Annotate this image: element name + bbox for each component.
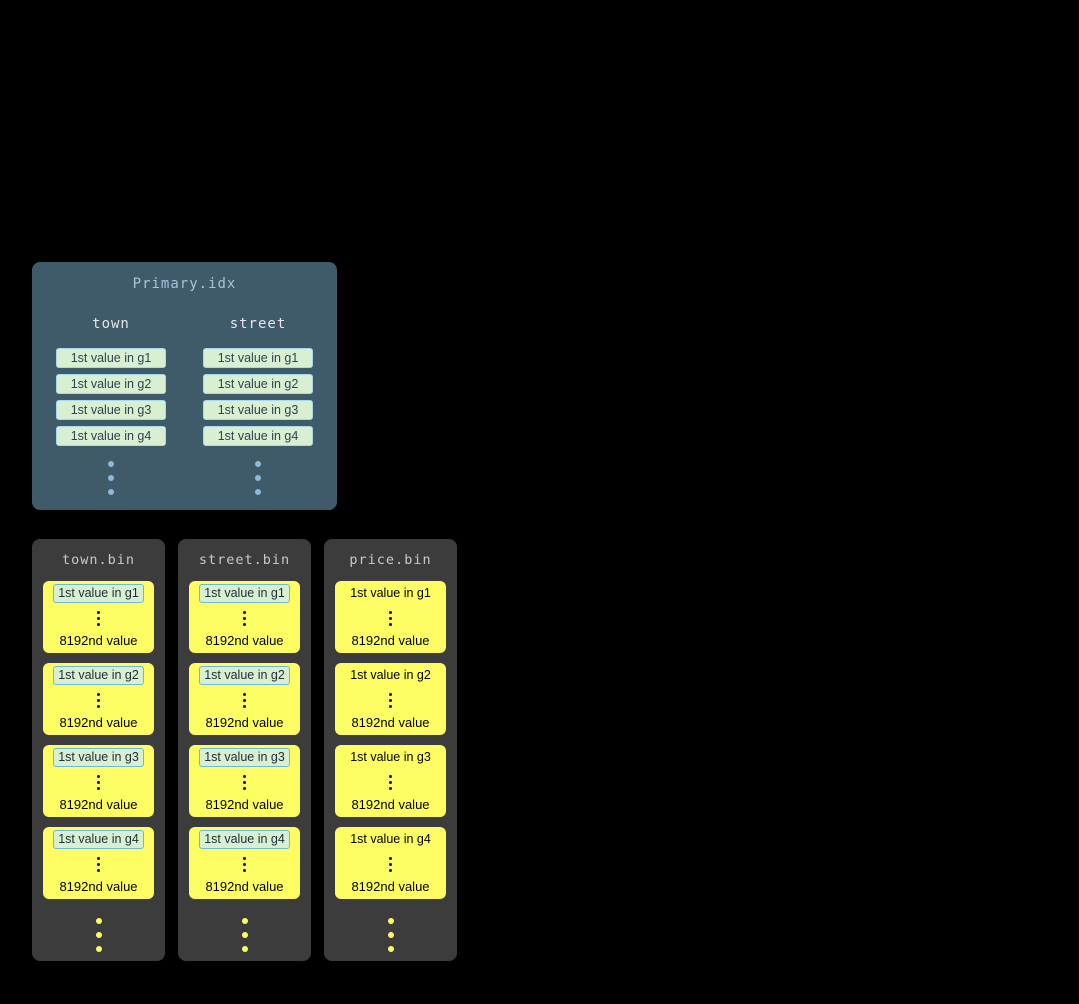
index-entry: 1st value in g2 — [203, 374, 313, 394]
granule-block: 1st value in g1 8192nd value — [335, 581, 446, 653]
granule-block: 1st value in g2 8192nd value — [335, 663, 446, 735]
granule-first-value: 1st value in g3 — [53, 748, 144, 767]
vertical-ellipsis — [389, 692, 392, 708]
granule-last-value: 8192nd value — [59, 797, 138, 812]
vertical-ellipsis — [243, 856, 246, 872]
index-entry: 1st value in g4 — [56, 426, 166, 446]
vertical-ellipsis — [243, 610, 246, 626]
ellipsis-dots — [387, 918, 394, 952]
granule-last-value: 8192nd value — [351, 715, 430, 730]
index-entry: 1st value in g4 — [203, 426, 313, 446]
granule-block: 1st value in g3 8192nd value — [43, 745, 154, 817]
granule-block: 1st value in g1 8192nd value — [189, 581, 300, 653]
granule-last-value: 8192nd value — [59, 879, 138, 894]
granule-last-value: 8192nd value — [351, 797, 430, 812]
vertical-ellipsis — [97, 856, 100, 872]
bin-panels-row: town.bin 1st value in g1 8192nd value 1s… — [32, 539, 457, 961]
granule-last-value: 8192nd value — [59, 633, 138, 648]
primary-column-street: street 1st value in g1 1st value in g2 1… — [203, 316, 313, 495]
granule-first-value: 1st value in g4 — [350, 832, 431, 846]
index-entry: 1st value in g1 — [203, 348, 313, 368]
primary-index-title: Primary.idx — [132, 276, 237, 292]
vertical-ellipsis — [243, 692, 246, 708]
granule-last-value: 8192nd value — [205, 715, 284, 730]
vertical-ellipsis — [389, 610, 392, 626]
vertical-ellipsis — [389, 774, 392, 790]
granule-block: 1st value in g3 8192nd value — [189, 745, 300, 817]
column-header-town: town — [92, 316, 130, 332]
granule-block: 1st value in g1 8192nd value — [43, 581, 154, 653]
column-header-street: street — [229, 316, 287, 332]
index-entry: 1st value in g3 — [56, 400, 166, 420]
bin-title-town: town.bin — [61, 552, 136, 568]
ellipsis-dots — [255, 461, 261, 495]
granule-first-value: 1st value in g4 — [199, 830, 290, 849]
vertical-ellipsis — [243, 774, 246, 790]
vertical-ellipsis — [97, 692, 100, 708]
primary-index-panel: Primary.idx town 1st value in g1 1st val… — [32, 262, 337, 510]
granule-block: 1st value in g4 8192nd value — [43, 827, 154, 899]
bin-panel-price: price.bin 1st value in g1 8192nd value 1… — [324, 539, 457, 961]
index-entry: 1st value in g2 — [56, 374, 166, 394]
index-entry: 1st value in g1 — [56, 348, 166, 368]
index-entry: 1st value in g3 — [203, 400, 313, 420]
vertical-ellipsis — [97, 774, 100, 790]
granule-first-value: 1st value in g3 — [199, 748, 290, 767]
vertical-ellipsis — [97, 610, 100, 626]
primary-column-town: town 1st value in g1 1st value in g2 1st… — [56, 316, 166, 495]
granule-last-value: 8192nd value — [59, 715, 138, 730]
granule-first-value: 1st value in g3 — [350, 750, 431, 764]
bin-panel-town: town.bin 1st value in g1 8192nd value 1s… — [32, 539, 165, 961]
bin-title-price: price.bin — [349, 552, 432, 568]
granule-block: 1st value in g3 8192nd value — [335, 745, 446, 817]
granule-last-value: 8192nd value — [205, 797, 284, 812]
ellipsis-dots — [108, 461, 114, 495]
granule-first-value: 1st value in g1 — [53, 584, 144, 603]
granule-block: 1st value in g2 8192nd value — [189, 663, 300, 735]
granule-last-value: 8192nd value — [205, 879, 284, 894]
granule-first-value: 1st value in g2 — [53, 666, 144, 685]
granule-first-value: 1st value in g2 — [350, 668, 431, 682]
bin-panel-street: street.bin 1st value in g1 8192nd value … — [178, 539, 311, 961]
granule-block: 1st value in g2 8192nd value — [43, 663, 154, 735]
bin-title-street: street.bin — [198, 552, 291, 568]
vertical-ellipsis — [389, 856, 392, 872]
granule-block: 1st value in g4 8192nd value — [189, 827, 300, 899]
granule-first-value: 1st value in g1 — [350, 586, 431, 600]
granule-last-value: 8192nd value — [351, 633, 430, 648]
granule-first-value: 1st value in g4 — [53, 830, 144, 849]
granule-last-value: 8192nd value — [205, 633, 284, 648]
primary-index-columns: town 1st value in g1 1st value in g2 1st… — [32, 316, 337, 495]
ellipsis-dots — [241, 918, 248, 952]
granule-first-value: 1st value in g1 — [199, 584, 290, 603]
granule-last-value: 8192nd value — [351, 879, 430, 894]
granule-block: 1st value in g4 8192nd value — [335, 827, 446, 899]
ellipsis-dots — [95, 918, 102, 952]
granule-first-value: 1st value in g2 — [199, 666, 290, 685]
